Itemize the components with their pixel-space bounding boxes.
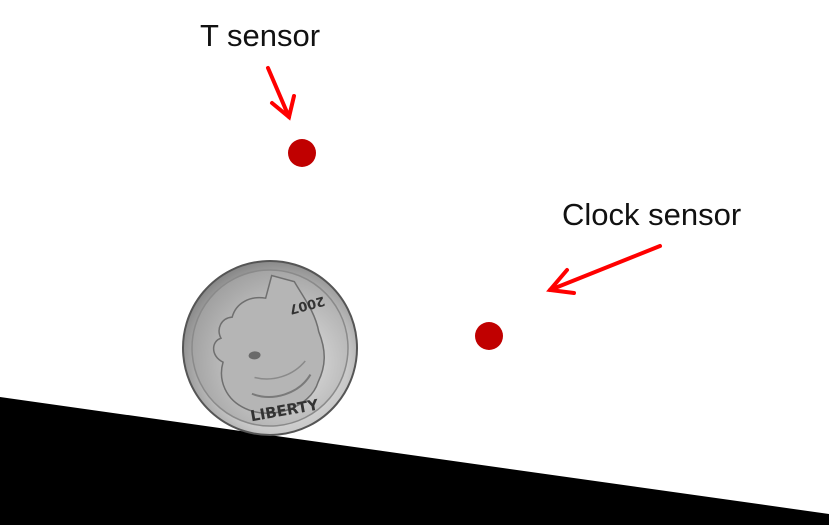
dime-coin: [182, 260, 358, 437]
t-sensor-dot: [288, 139, 316, 167]
t-sensor-arrow: [266, 66, 296, 121]
ground-slope: [0, 397, 829, 525]
clock-sensor-dot: [475, 322, 503, 350]
clock-sensor-arrow: [546, 244, 662, 295]
t-sensor-label: T sensor: [200, 18, 321, 53]
clock-sensor-label: Clock sensor: [562, 197, 742, 232]
